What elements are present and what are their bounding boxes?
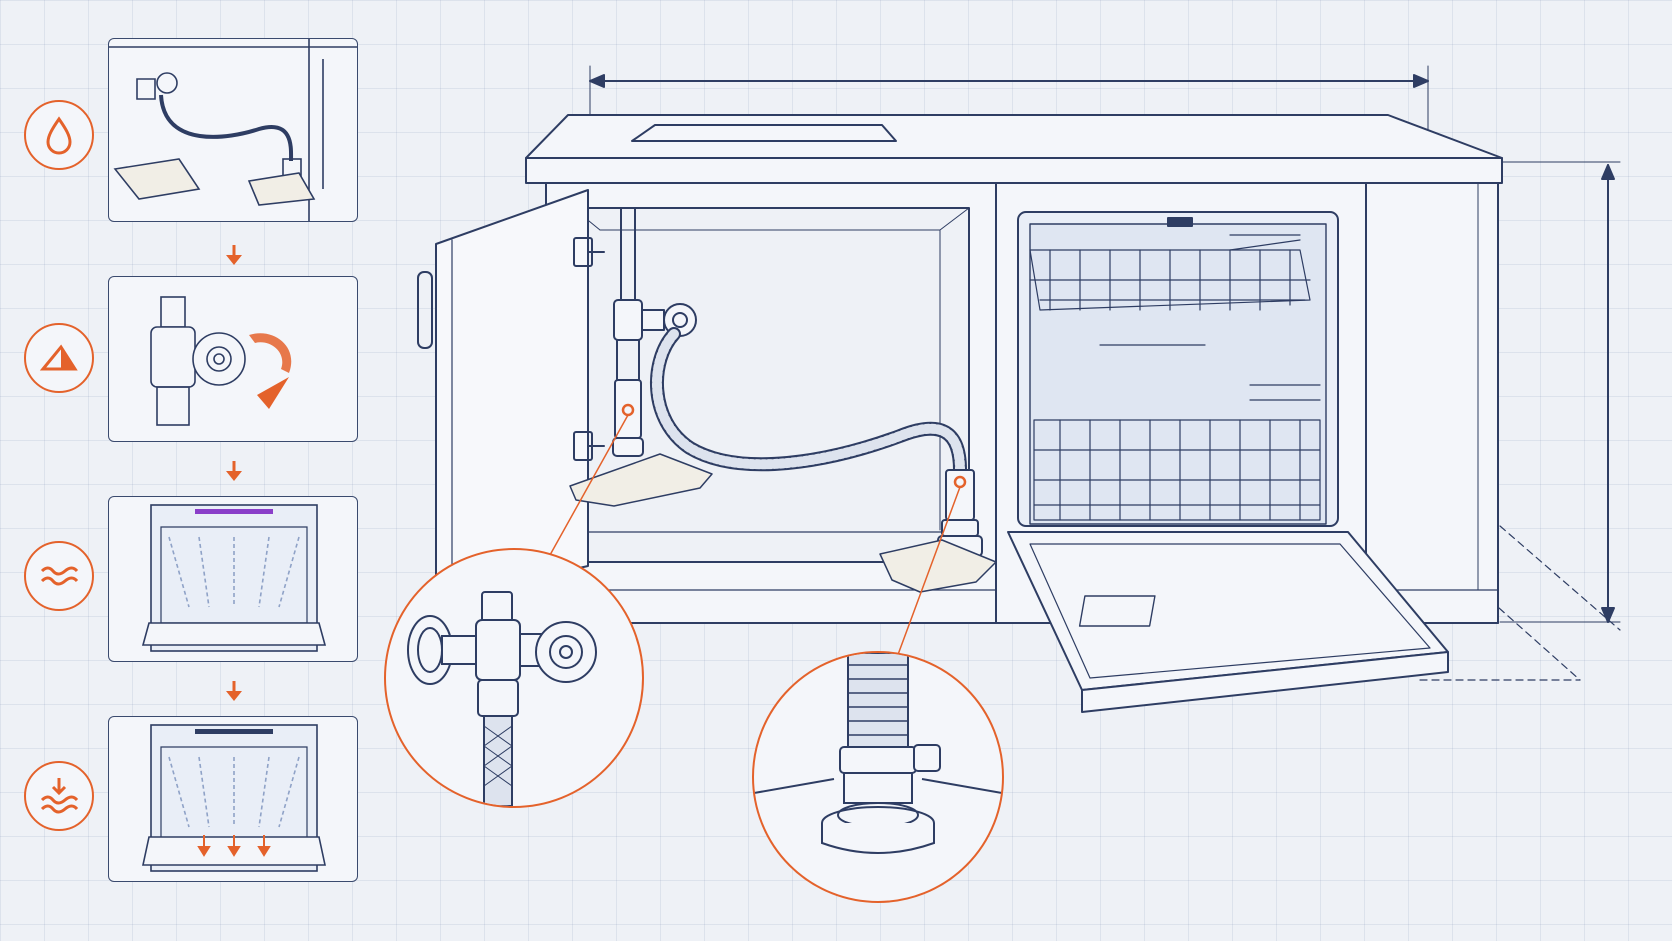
- water-drop-icon: [24, 100, 94, 170]
- water-waves-icon: [24, 541, 94, 611]
- drain-hose-detail-callout: [752, 651, 1004, 903]
- drain-cycle-illustration: [142, 724, 326, 872]
- fill-cycle-illustration: [141, 504, 327, 652]
- step-arrow-down-icon: [226, 461, 242, 481]
- supply-hose-illustration: [109, 39, 357, 221]
- step-4-panel: [108, 716, 358, 882]
- dishwasher-door: [1007, 531, 1449, 713]
- step-arrow-down-icon: [226, 245, 242, 265]
- drain-clamp-illustration: [754, 653, 1002, 854]
- height-dimension-line: [1499, 161, 1621, 623]
- cabinet-door: [417, 189, 605, 601]
- valve-detail-illustration: [407, 591, 597, 806]
- step-3-panel: [108, 496, 358, 662]
- countertop: [525, 114, 1503, 184]
- dishwasher: [1007, 211, 1449, 713]
- lower-rack: [1033, 384, 1321, 521]
- valve-detail-callout: [384, 548, 644, 808]
- valve-turn-illustration: [150, 296, 292, 426]
- valve-open-icon: [24, 323, 94, 393]
- absorbent-towels: [569, 453, 997, 593]
- step-1-panel: [108, 38, 358, 222]
- callout-leaders: [549, 414, 961, 661]
- drain-water-icon: [24, 761, 94, 831]
- step-arrow-down-icon: [226, 681, 242, 701]
- step-2-panel: [108, 276, 358, 442]
- width-dimension-line: [589, 65, 1429, 151]
- upper-rack: [1029, 234, 1311, 346]
